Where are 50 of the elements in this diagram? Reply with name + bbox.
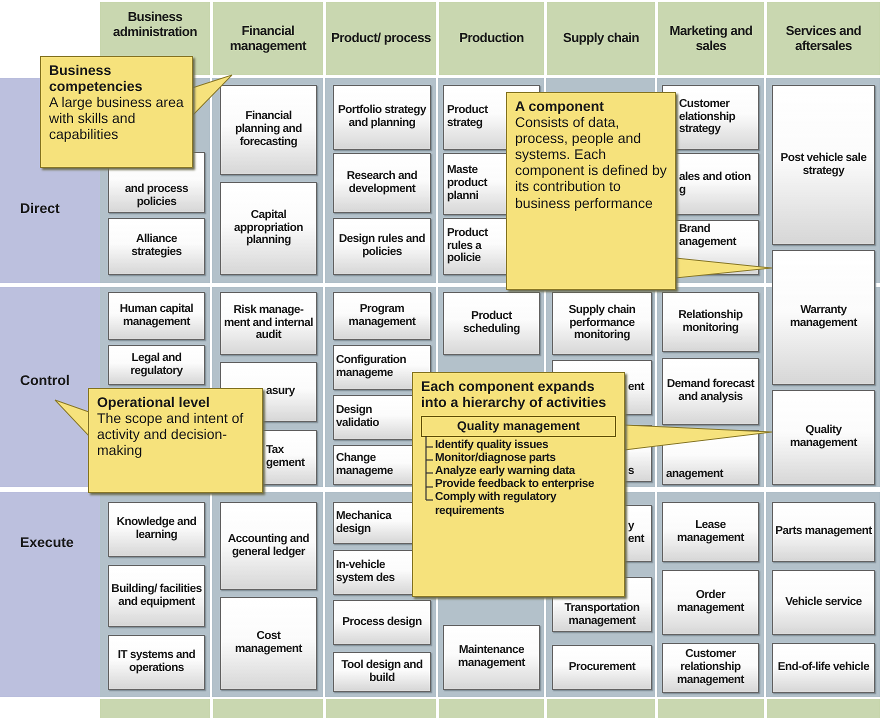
component-box: Financial planning and forecasting	[220, 85, 317, 175]
component-box: Tool design and build	[333, 652, 431, 692]
component-box: Post vehicle sale strategy	[772, 85, 875, 245]
component-box: Accounting and general ledger	[220, 502, 317, 590]
row-header: Execute	[0, 492, 100, 697]
component-box: Knowledge and learning	[108, 502, 205, 557]
callout-tooltip	[88, 388, 263, 493]
column-header: Supply chain	[547, 2, 655, 75]
callout-tooltip	[506, 92, 676, 290]
column-header: Marketing and sales	[658, 2, 764, 75]
list-item: Identify quality issues	[434, 438, 550, 452]
column-header: Services and aftersales	[767, 2, 880, 75]
callout-pointer	[192, 74, 232, 118]
component-box: End-of-life vehicle	[772, 643, 875, 693]
callout-tooltip	[40, 56, 193, 168]
component-box: Portfolio strategy and planning	[333, 85, 431, 150]
component-box: Parts management	[772, 502, 875, 562]
callout-pointer	[54, 400, 90, 438]
component-box: Building/ facilities and equipment	[108, 565, 205, 627]
component-box: Customer relationship management	[662, 643, 759, 693]
component-box: Design rules and policies	[333, 218, 431, 275]
component-box: Relationship monitoring	[662, 292, 759, 352]
component-box: Human capital management	[108, 292, 205, 340]
column-header: Financial management	[213, 2, 323, 75]
component-box: Risk manage-ment and internal audit	[220, 292, 317, 355]
component-box: Demand forecast and analysis	[662, 358, 759, 425]
component-box: Lease management	[662, 502, 759, 562]
component-box: Process design	[333, 600, 431, 645]
callout-tooltip	[412, 372, 625, 597]
component-box: Warranty management	[772, 250, 875, 385]
component-box: Alliance strategies	[108, 218, 205, 275]
column-header: Production	[439, 2, 544, 75]
component-box: IT systems and operations	[108, 635, 205, 690]
component-box: Maintenance management	[443, 625, 540, 690]
component-box: Research and development	[333, 153, 431, 213]
component-box: Supply chain performance monitoring	[552, 292, 652, 355]
component-box: Program management	[333, 292, 431, 340]
title-box: Quality management	[421, 416, 616, 437]
component-box: Procurement	[552, 645, 652, 690]
callout-pointer	[624, 424, 772, 451]
component-box: Legal and regulatory	[108, 345, 205, 385]
component-box: Cost management	[220, 597, 317, 690]
component-box: Vehicle service	[772, 570, 875, 635]
component-box: Product scheduling	[443, 292, 540, 355]
component-box: Order management	[662, 570, 759, 635]
component-box: Capital appropriation planning	[220, 182, 317, 275]
column-header: Product/ process	[326, 2, 436, 75]
callout-heading: Operational level	[97, 394, 211, 410]
callout-pointer	[674, 257, 772, 279]
component-box: Quality management	[772, 390, 875, 485]
